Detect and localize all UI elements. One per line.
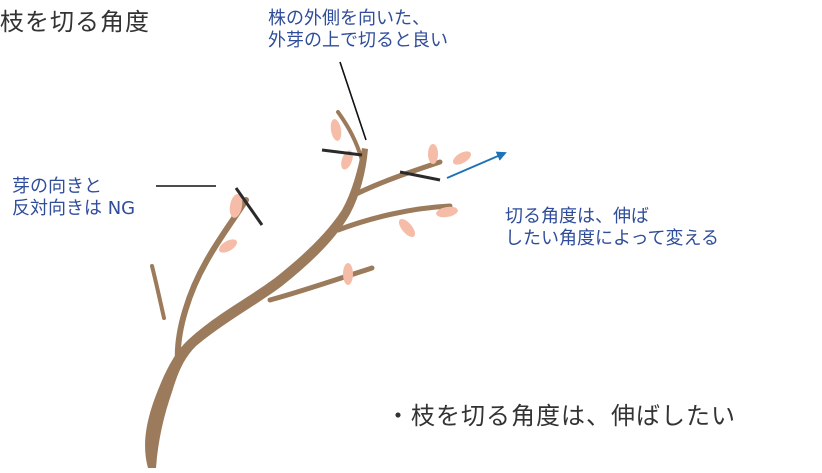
bud: [452, 151, 472, 165]
outer-bud-callout-line-1: 株の外側を向いた、: [268, 8, 430, 29]
outer-bud-callout-line-2: 外芽の上で切ると良い: [268, 29, 448, 51]
branch-group: [145, 148, 368, 468]
ng-callout-line-2: 反対向きは NG: [12, 197, 136, 219]
bud: [398, 218, 416, 238]
right-lower-branch: [267, 265, 375, 303]
left-lower-twig: [150, 264, 166, 320]
ng-callout: 芽の向きと 反対向きは NG: [12, 176, 135, 219]
leader-lines: [156, 61, 367, 187]
angle-callout-line-2: したい角度によって変える: [505, 227, 720, 249]
cut-mark-top: [321, 148, 363, 157]
outer-bud-callout: 株の外側を向いた、 外芽の上で切ると良い: [268, 8, 448, 51]
ng-callout-line-1: 芽の向きと: [12, 176, 102, 197]
cut-mark-ng: [234, 187, 264, 226]
bottom-text: ・枝を切る角度は、伸ばしたい: [386, 402, 736, 430]
growth-direction-arrow: [446, 151, 507, 179]
bud: [341, 150, 353, 170]
bud: [428, 144, 438, 164]
right-upper-branch: [349, 159, 443, 199]
bud: [218, 239, 238, 253]
cut-marks: [234, 148, 441, 226]
bud: [343, 263, 353, 285]
angle-callout-line-1: 切る角度は、伸ば: [505, 206, 649, 227]
bud: [330, 119, 342, 141]
leader-line-top: [339, 61, 367, 141]
main-trunk: [145, 148, 368, 468]
buds: [218, 119, 472, 285]
side-branches: [150, 110, 453, 365]
bud: [229, 194, 243, 218]
angle-callout: 切る角度は、伸ば したい角度によって変える: [505, 206, 719, 249]
diagram-title: 枝を切る角度: [0, 8, 150, 36]
bud: [436, 206, 458, 218]
cut-mark-right: [399, 170, 441, 182]
left-branch: [174, 197, 249, 365]
right-mid-branch: [335, 203, 453, 233]
